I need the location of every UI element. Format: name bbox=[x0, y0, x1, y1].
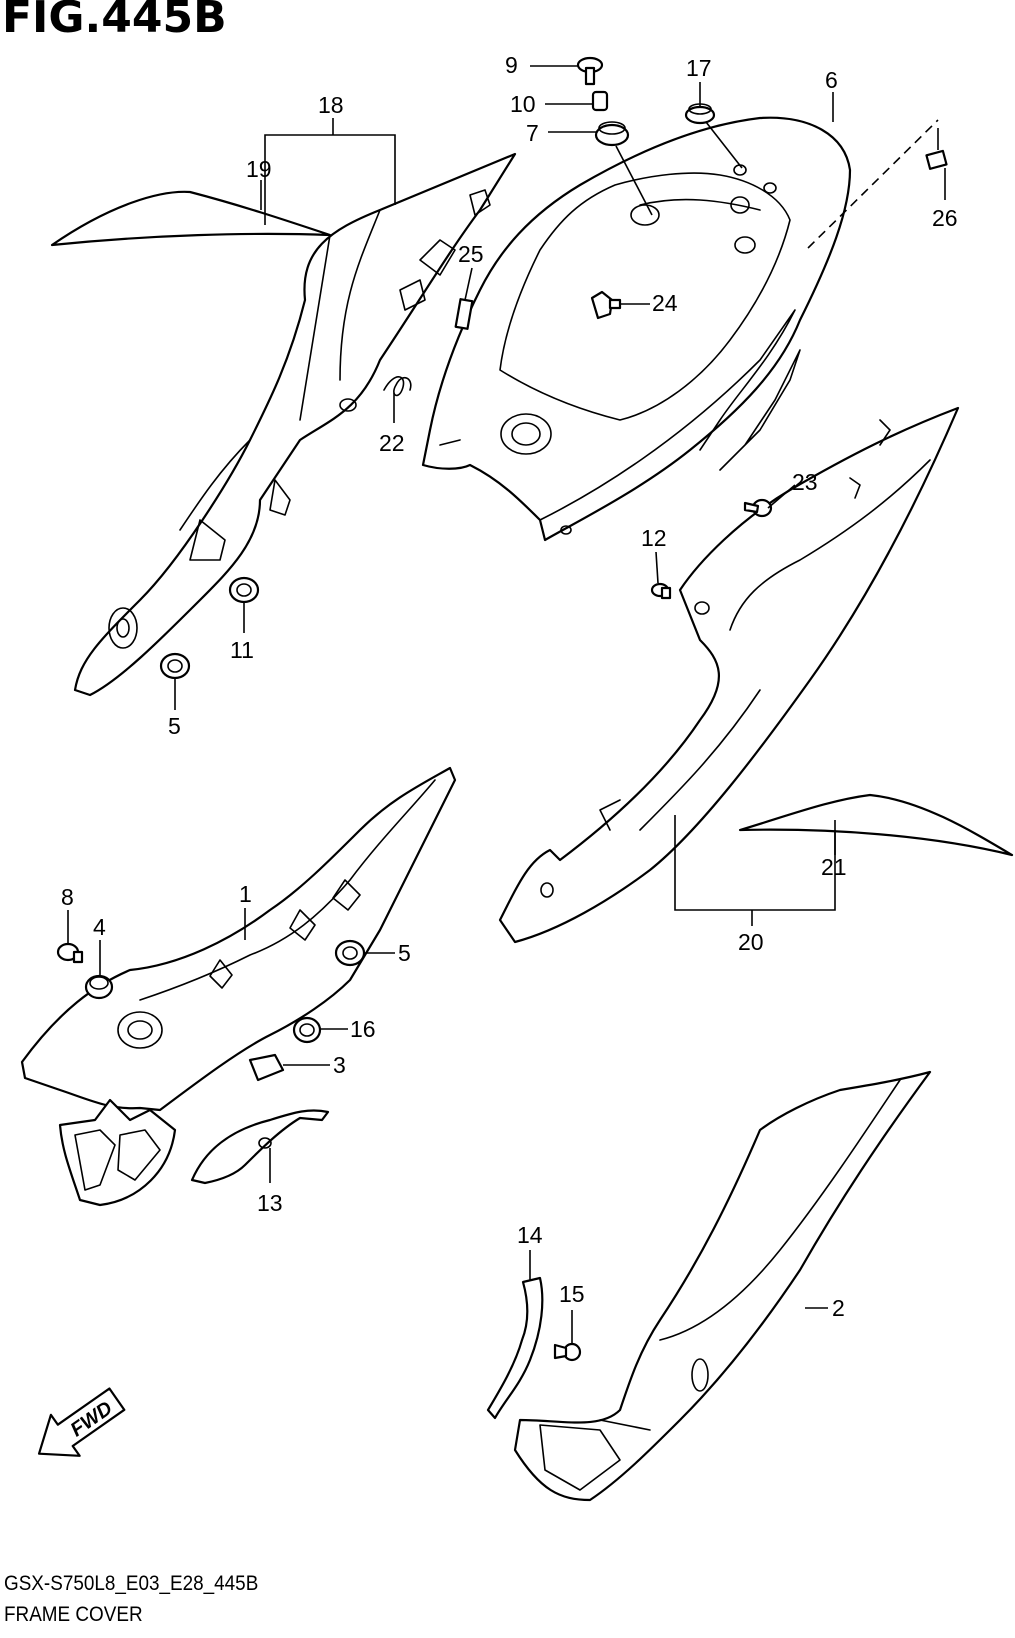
part-5-grommet-upper[interactable] bbox=[159, 652, 191, 680]
part-23-screw[interactable] bbox=[743, 498, 773, 518]
callout-22[interactable]: 22 bbox=[379, 430, 405, 456]
callout-16[interactable]: 16 bbox=[350, 1016, 376, 1042]
callout-5-lower[interactable]: 5 bbox=[398, 940, 411, 966]
callout-9[interactable]: 9 bbox=[505, 52, 518, 78]
callout-18[interactable]: 18 bbox=[318, 92, 344, 118]
callout-24[interactable]: 24 bbox=[652, 290, 678, 316]
callout-5-upper[interactable]: 5 bbox=[168, 713, 181, 739]
part-17-plug[interactable] bbox=[684, 103, 716, 125]
part-8-grommet[interactable] bbox=[594, 121, 630, 147]
part-16-grommet[interactable] bbox=[292, 1016, 322, 1044]
callout-12[interactable]: 12 bbox=[641, 525, 667, 551]
part-21-decal[interactable] bbox=[738, 793, 1014, 857]
part-26-cushion[interactable] bbox=[925, 149, 948, 170]
callout-4[interactable]: 4 bbox=[93, 914, 106, 940]
part-20-right-tail-cover[interactable] bbox=[498, 406, 960, 944]
callout-26[interactable]: 26 bbox=[932, 205, 958, 231]
callout-13[interactable]: 13 bbox=[257, 1190, 283, 1216]
callout-7[interactable]: 6 bbox=[825, 67, 838, 93]
callout-20[interactable]: 20 bbox=[738, 929, 764, 955]
part-1-left-frame-cover[interactable] bbox=[20, 766, 457, 1207]
callout-21[interactable]: 21 bbox=[821, 854, 847, 880]
part-2-right-frame-cover[interactable] bbox=[513, 1070, 932, 1502]
callout-17[interactable]: 17 bbox=[686, 55, 712, 81]
callout-11[interactable]: 11 bbox=[230, 637, 254, 663]
part-7-tail-cover[interactable] bbox=[421, 116, 852, 542]
forward-arrow-icon: FWD bbox=[37, 1387, 126, 1457]
callout-3[interactable]: 3 bbox=[333, 1052, 346, 1078]
callout-14[interactable]: 14 bbox=[517, 1222, 543, 1248]
part-9-screw[interactable] bbox=[576, 56, 604, 86]
part-14-stay[interactable] bbox=[486, 1276, 544, 1420]
part-5-grommet-lower[interactable] bbox=[334, 939, 366, 967]
callout-6[interactable]: 8 bbox=[61, 884, 74, 910]
part-6-bolt[interactable] bbox=[56, 942, 84, 964]
callout-8[interactable]: 7 bbox=[526, 120, 539, 146]
part-15-clip[interactable] bbox=[553, 1342, 582, 1362]
part-4-collar[interactable] bbox=[84, 974, 114, 1000]
callout-2[interactable]: 2 bbox=[832, 1295, 845, 1321]
part-3-cushion[interactable] bbox=[248, 1053, 285, 1082]
leader-lines bbox=[67, 65, 946, 1344]
part-19-decal[interactable] bbox=[50, 190, 332, 247]
callout-labels: 9 10 7 17 6 26 18 19 25 24 22 23 12 11 5… bbox=[61, 52, 958, 1321]
figure-name: FRAME COVER bbox=[4, 1603, 143, 1626]
callout-25[interactable]: 25 bbox=[458, 241, 484, 267]
callout-15[interactable]: 15 bbox=[559, 1281, 585, 1307]
part-25-cushion[interactable] bbox=[454, 298, 474, 330]
part-11-grommet[interactable] bbox=[228, 576, 260, 604]
model-code: GSX-S750L8_E03_E28_445B bbox=[4, 1572, 259, 1595]
part-18-left-tail-cover[interactable] bbox=[73, 152, 517, 697]
callout-10[interactable]: 10 bbox=[510, 91, 536, 117]
part-10-collar[interactable] bbox=[591, 90, 609, 112]
part-13-hole bbox=[258, 1137, 272, 1149]
figure-title: FIG.445B bbox=[2, 0, 227, 43]
callout-19[interactable]: 19 bbox=[246, 156, 272, 182]
callout-1[interactable]: 1 bbox=[239, 881, 252, 907]
part-22-spring-nut[interactable] bbox=[383, 376, 412, 397]
callout-23[interactable]: 23 bbox=[792, 469, 818, 495]
part-12-clip[interactable] bbox=[650, 582, 672, 600]
